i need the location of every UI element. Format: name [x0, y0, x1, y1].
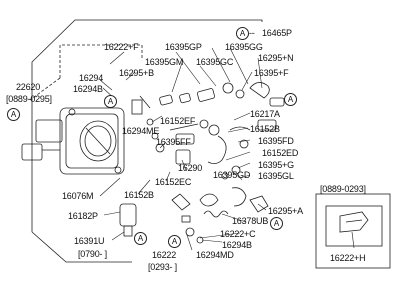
label-16395GP: 16395GP	[165, 42, 202, 52]
throttle-body	[21, 107, 125, 175]
label-16465P: 16465P	[262, 28, 292, 38]
inset-detail-box	[325, 205, 383, 247]
label-16395FF: 16395FF	[156, 137, 191, 147]
label-16182P: 16182P	[68, 211, 98, 221]
label-22620: 22620	[16, 82, 41, 92]
label-16294ME: 16294ME	[122, 126, 160, 136]
label-16217A: 16217A	[250, 109, 280, 119]
label-16395GD: 16395GD	[213, 170, 251, 180]
inset-frame	[315, 193, 391, 269]
callout-a-lower-mid: A	[168, 235, 181, 248]
label-16222C: 16222+C	[220, 229, 256, 239]
dashed-subgroup	[59, 44, 143, 78]
label-16295A: 16295+A	[268, 206, 303, 216]
label-16222F: 16222+F	[104, 42, 139, 52]
label-16152EC: 16152EC	[155, 177, 192, 187]
label-16294B-top: 16294B	[73, 84, 103, 94]
spacer-parts	[131, 82, 245, 180]
label-16378UB: 16378UB	[232, 216, 269, 226]
label-16222: 16222	[152, 250, 177, 260]
callout-a-left: A	[7, 108, 20, 121]
callout-a-lower-left: A	[134, 232, 147, 245]
label-16395FD: 16395FD	[258, 136, 294, 146]
label-16395GL: 16395GL	[258, 171, 294, 181]
label-16395GM: 16395GM	[145, 57, 184, 67]
assembly-frame-bottom	[31, 231, 132, 263]
label-16294MD: 16294MD	[196, 250, 234, 260]
label-16222H: 16222+H	[330, 253, 366, 263]
dash-16465P: --	[249, 28, 255, 38]
date-0889-0293: [0889-0293]	[320, 184, 366, 194]
assembly-frame	[31, 19, 263, 232]
label-16294B-bottom: 16294B	[222, 240, 252, 250]
callout-a-mid: A	[104, 95, 117, 108]
callout-a-right: A	[284, 93, 297, 106]
callout-a-lower-right: A	[270, 217, 283, 230]
callout-a-top: A	[236, 27, 249, 40]
label-16295N: 16295+N	[258, 53, 294, 63]
label-16152B-bottom: 16152B	[124, 190, 154, 200]
label-16290: 16290	[178, 163, 203, 173]
label-16152ED: 16152ED	[262, 148, 299, 158]
right-upper-parts	[229, 82, 285, 149]
date-0889-0295: [0889-0295]	[6, 94, 52, 104]
label-16395GC: 16395GC	[196, 57, 234, 67]
label-16395F: 16395+F	[254, 68, 289, 78]
label-16152EF: 16152EF	[160, 116, 196, 126]
date-0293: [0293- ]	[148, 262, 177, 272]
label-16391U: 16391U	[74, 236, 105, 246]
date-0790: [0790- ]	[78, 249, 107, 259]
label-16076M: 16076M	[62, 191, 94, 201]
label-16152B-right: 16152B	[250, 124, 280, 134]
label-16295B: 16295+B	[119, 68, 154, 78]
label-16395G: 16395+G	[258, 160, 294, 170]
inset-part	[339, 211, 369, 233]
label-16395GG: 16395GG	[225, 42, 263, 52]
leader-lines	[99, 47, 355, 251]
label-16294: 16294	[79, 73, 104, 83]
